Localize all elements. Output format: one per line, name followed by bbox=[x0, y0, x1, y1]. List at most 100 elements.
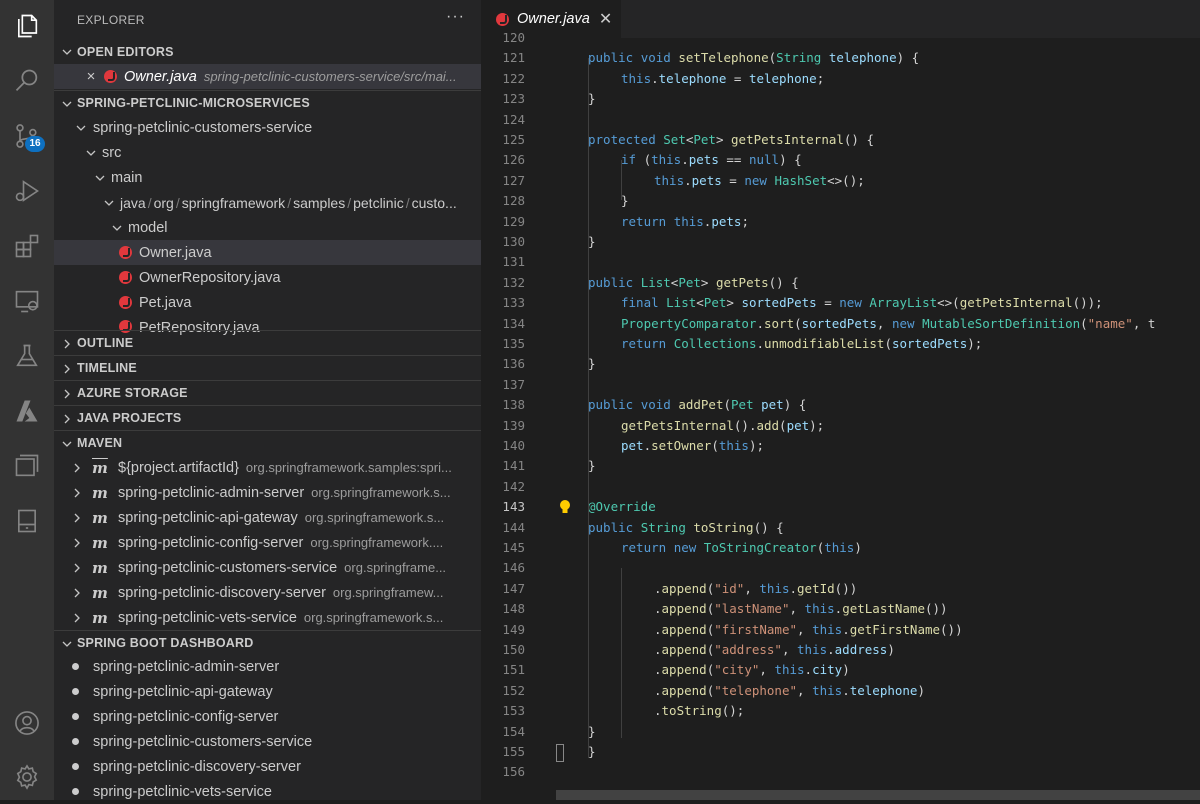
workspace-header[interactable]: SPRING-PETCLINIC-MICROSERVICES bbox=[54, 90, 481, 115]
code-token: ( bbox=[711, 438, 719, 453]
code-line[interactable]: return this.pets; bbox=[621, 214, 749, 229]
code-token: , bbox=[759, 662, 775, 678]
code-line[interactable]: final List<Pet> sortedPets = new ArrayLi… bbox=[621, 295, 1103, 310]
code-line[interactable]: } bbox=[621, 193, 629, 208]
extensions-icon[interactable] bbox=[0, 226, 54, 266]
maven-project-item[interactable]: m spring-petclinic-api-gateway org.sprin… bbox=[54, 505, 481, 530]
line-number: 155 bbox=[502, 744, 525, 759]
maven-project-name: spring-petclinic-config-server bbox=[118, 534, 304, 551]
tree-folder-model[interactable]: model bbox=[54, 215, 481, 240]
maven-project-name: spring-petclinic-api-gateway bbox=[118, 509, 298, 526]
explorer-icon[interactable] bbox=[0, 6, 54, 46]
settings-gear-icon[interactable] bbox=[0, 757, 54, 797]
code-line[interactable]: } bbox=[588, 356, 596, 371]
code-line[interactable]: protected Set<Pet> getPetsInternal() { bbox=[588, 132, 874, 147]
maven-project-item[interactable]: m spring-petclinic-discovery-server org.… bbox=[54, 580, 481, 605]
code-line[interactable]: .append("telephone", this.telephone) bbox=[654, 683, 925, 698]
code-token: telephone bbox=[828, 50, 897, 66]
tree-file-pet[interactable]: Pet.java bbox=[54, 290, 481, 315]
code-token: this bbox=[804, 601, 835, 617]
spring-boot-app-item[interactable]: spring-petclinic-config-server bbox=[54, 704, 481, 729]
code-line[interactable]: } bbox=[588, 724, 596, 739]
code-line[interactable]: return Collections.unmodifiableList(sort… bbox=[621, 336, 982, 351]
outline-header[interactable]: OUTLINE bbox=[54, 330, 481, 355]
line-number: 139 bbox=[502, 417, 525, 433]
search-icon[interactable] bbox=[0, 61, 54, 101]
code-line[interactable]: .append("lastName", this.getLastName()) bbox=[654, 601, 948, 616]
code-token: < bbox=[685, 132, 694, 147]
code-token: } bbox=[588, 91, 596, 107]
tab-owner-java[interactable]: Owner.java ✕ bbox=[481, 0, 621, 38]
maven-project-item[interactable]: m ${project.artifactId} org.springframew… bbox=[54, 455, 481, 480]
tree-folder-service[interactable]: spring-petclinic-customers-service bbox=[54, 115, 481, 140]
code-token: == bbox=[718, 152, 749, 168]
spring-boot-app-item[interactable]: spring-petclinic-api-gateway bbox=[54, 679, 481, 704]
code-token: this bbox=[774, 662, 805, 678]
spring-boot-app-item[interactable]: spring-petclinic-vets-service bbox=[54, 779, 481, 804]
code-token: public bbox=[588, 519, 641, 535]
code-line[interactable]: } bbox=[588, 458, 596, 473]
maven-project-name: spring-petclinic-customers-service bbox=[118, 559, 338, 576]
tree-folder-src[interactable]: src bbox=[54, 140, 481, 165]
testing-icon[interactable] bbox=[0, 336, 54, 376]
horizontal-scrollbar[interactable] bbox=[556, 790, 1200, 800]
open-editors-header[interactable]: OPEN EDITORS bbox=[54, 39, 481, 64]
code-token: ( bbox=[706, 580, 715, 596]
maven-project-item[interactable]: m spring-petclinic-vets-service org.spri… bbox=[54, 605, 481, 630]
maven-project-item[interactable]: m spring-petclinic-customers-service org… bbox=[54, 555, 481, 580]
maven-header[interactable]: MAVEN bbox=[54, 430, 481, 455]
tree-folder-main[interactable]: main bbox=[54, 165, 481, 190]
code-line[interactable]: public String toString() { bbox=[588, 520, 784, 535]
spring-boot-app-item[interactable]: spring-petclinic-customers-service bbox=[54, 729, 481, 754]
lightbulb-icon[interactable] bbox=[558, 499, 572, 515]
notebook-icon[interactable] bbox=[0, 501, 54, 541]
code-line[interactable]: return new ToStringCreator(this) bbox=[621, 540, 862, 555]
spring-boot-app-item[interactable]: spring-petclinic-admin-server bbox=[54, 654, 481, 679]
code-line[interactable]: public void setTelephone(String telephon… bbox=[588, 50, 919, 65]
azure-icon[interactable] bbox=[0, 391, 54, 431]
azure-storage-header[interactable]: AZURE STORAGE bbox=[54, 380, 481, 405]
window-icon[interactable] bbox=[0, 446, 54, 486]
run-debug-icon[interactable] bbox=[0, 171, 54, 211]
open-editor-item[interactable]: × Owner.java spring-petclinic-customers-… bbox=[54, 64, 481, 89]
spring-boot-app-item[interactable]: spring-petclinic-discovery-server bbox=[54, 754, 481, 779]
code-line[interactable]: .append("id", this.getId()) bbox=[654, 581, 857, 596]
remote-explorer-icon[interactable] bbox=[0, 281, 54, 321]
code-line[interactable]: .append("city", this.city) bbox=[654, 662, 850, 677]
tree-file-owner[interactable]: Owner.java bbox=[54, 240, 481, 265]
code-line[interactable]: .append("firstName", this.getFirstName()… bbox=[654, 622, 963, 637]
code-line[interactable]: .append("address", this.address) bbox=[654, 642, 895, 657]
maven-project-item[interactable]: m spring-petclinic-config-server org.spr… bbox=[54, 530, 481, 555]
account-icon[interactable] bbox=[0, 703, 54, 743]
app-status-dot bbox=[72, 688, 79, 695]
code-line[interactable]: @Override bbox=[588, 499, 656, 514]
code-line[interactable]: pet.setOwner(this); bbox=[621, 438, 764, 453]
tree-file-petrepository[interactable]: PetRepository.java bbox=[54, 315, 481, 336]
spring-boot-dashboard-header[interactable]: SPRING BOOT DASHBOARD bbox=[54, 630, 481, 655]
java-projects-header[interactable]: JAVA PROJECTS bbox=[54, 405, 481, 430]
close-icon[interactable]: ✕ bbox=[598, 11, 613, 28]
code-line[interactable]: this.pets = new HashSet<>(); bbox=[654, 173, 865, 188]
maven-project-item[interactable]: m spring-petclinic-admin-server org.spri… bbox=[54, 480, 481, 505]
code-line[interactable]: getPetsInternal().add(pet); bbox=[621, 418, 824, 433]
code-token: (); bbox=[721, 703, 745, 719]
code-line[interactable]: } bbox=[588, 234, 596, 249]
code-line[interactable]: if (this.pets == null) { bbox=[621, 152, 802, 167]
code-token: String bbox=[640, 519, 694, 535]
tree-file-ownerrepository[interactable]: OwnerRepository.java bbox=[54, 265, 481, 290]
code-line[interactable]: } bbox=[588, 91, 596, 106]
close-icon[interactable]: × bbox=[86, 68, 96, 85]
more-actions-icon[interactable]: ··· bbox=[446, 8, 465, 25]
code-line[interactable]: this.telephone = telephone; bbox=[621, 71, 824, 86]
code-line[interactable]: PropertyComparator.sort(sortedPets, new … bbox=[621, 316, 1155, 331]
code-token: "city" bbox=[714, 662, 760, 678]
code-line[interactable]: } bbox=[588, 744, 596, 759]
code-token: ()) bbox=[940, 621, 963, 637]
code-line[interactable]: .toString(); bbox=[654, 703, 744, 718]
code-line[interactable]: public void addPet(Pet pet) { bbox=[588, 397, 806, 412]
tree-folder-package[interactable]: java/org/springframework/samples/petclin… bbox=[54, 190, 481, 215]
code-token: "telephone" bbox=[714, 682, 798, 698]
timeline-header[interactable]: TIMELINE bbox=[54, 355, 481, 380]
code-line[interactable]: public List<Pet> getPets() { bbox=[588, 275, 799, 290]
